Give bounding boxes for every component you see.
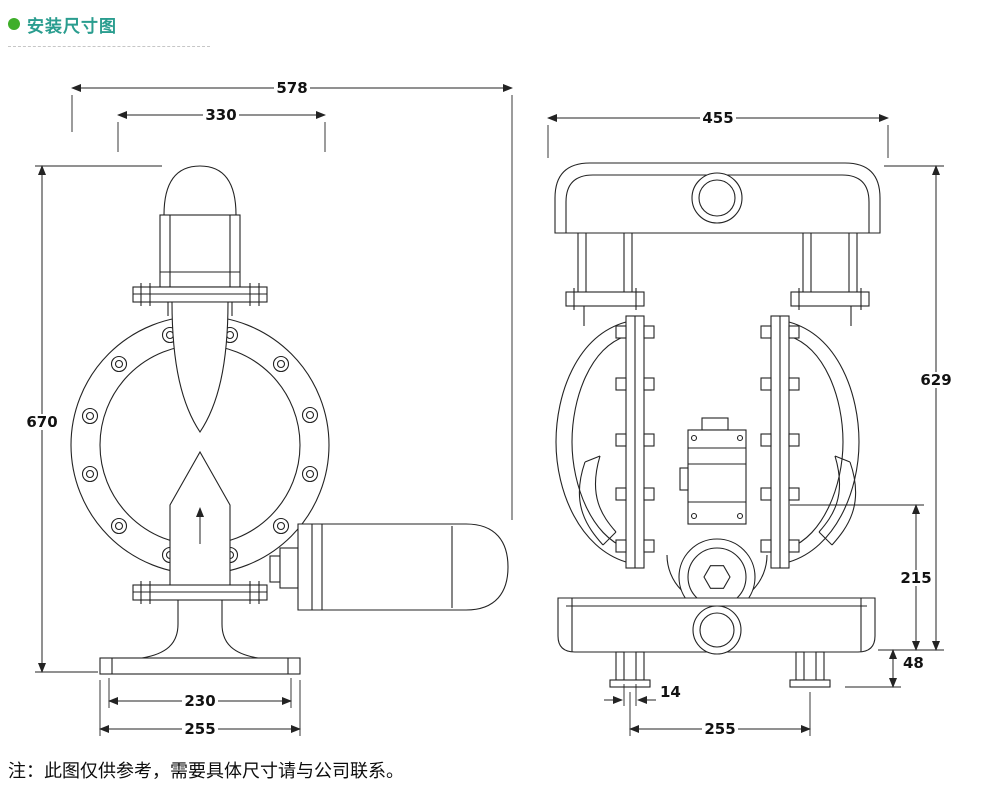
dimension-lower-height: 215 (790, 504, 934, 651)
right-clamp-plate (760, 315, 800, 569)
dimension-top-width: 455 (547, 109, 889, 158)
svg-text:230: 230 (184, 692, 215, 710)
center-column (169, 301, 231, 586)
dimension-foot-slot-width: 14 (604, 683, 681, 706)
right-neck (790, 233, 870, 326)
bottom-manifold (557, 597, 876, 655)
svg-text:629: 629 (920, 371, 951, 389)
svg-text:578: 578 (276, 79, 307, 97)
svg-text:455: 455 (702, 109, 733, 127)
svg-text:14: 14 (660, 683, 681, 701)
section-header: 安装尺寸图 (8, 12, 210, 47)
left-chamber (555, 321, 627, 563)
svg-text:48: 48 (903, 654, 924, 672)
left-view-pump-body (70, 165, 509, 675)
right-view-pump-body (554, 162, 881, 688)
green-dot-icon (8, 17, 20, 30)
dimension-foot-height: 48 (845, 649, 924, 688)
dimension-overall-width: 578 (71, 79, 513, 520)
svg-text:330: 330 (205, 106, 236, 124)
bottom-flange (132, 581, 268, 604)
dimension-base-outer-width: 255 (99, 680, 301, 738)
right-view-dimensions: 455 629 215 48 (547, 109, 954, 738)
top-air-valve-assembly (159, 165, 241, 288)
dimension-right-overall-height: 629 (878, 165, 954, 651)
reference-note: 注：此图仅供参考，需要具体尺寸请与公司联系。 (8, 761, 404, 781)
page-title: 安装尺寸图 (27, 17, 117, 36)
left-view: 578 330 670 (24, 79, 513, 738)
right-view: 455 629 215 48 (547, 109, 954, 738)
air-valve-block (679, 417, 747, 525)
right-foot (789, 651, 831, 688)
svg-text:255: 255 (704, 720, 735, 738)
dimension-foot-span: 255 (629, 692, 811, 738)
left-clamp-plate (615, 315, 655, 569)
svg-text:215: 215 (900, 569, 931, 587)
dimension-upper-width: 330 (117, 106, 326, 152)
base-stand (99, 600, 301, 675)
muffler (269, 523, 509, 611)
left-neck (565, 233, 645, 326)
left-view-dimensions: 578 330 670 (24, 79, 513, 738)
left-foot (609, 651, 651, 688)
dimension-base-width: 230 (108, 678, 292, 710)
left-side-tube (578, 455, 617, 546)
svg-text:670: 670 (26, 413, 57, 431)
right-side-tube (818, 455, 857, 546)
top-manifold (554, 162, 881, 234)
dimension-overall-height: 670 (24, 165, 162, 673)
svg-text:255: 255 (184, 720, 215, 738)
